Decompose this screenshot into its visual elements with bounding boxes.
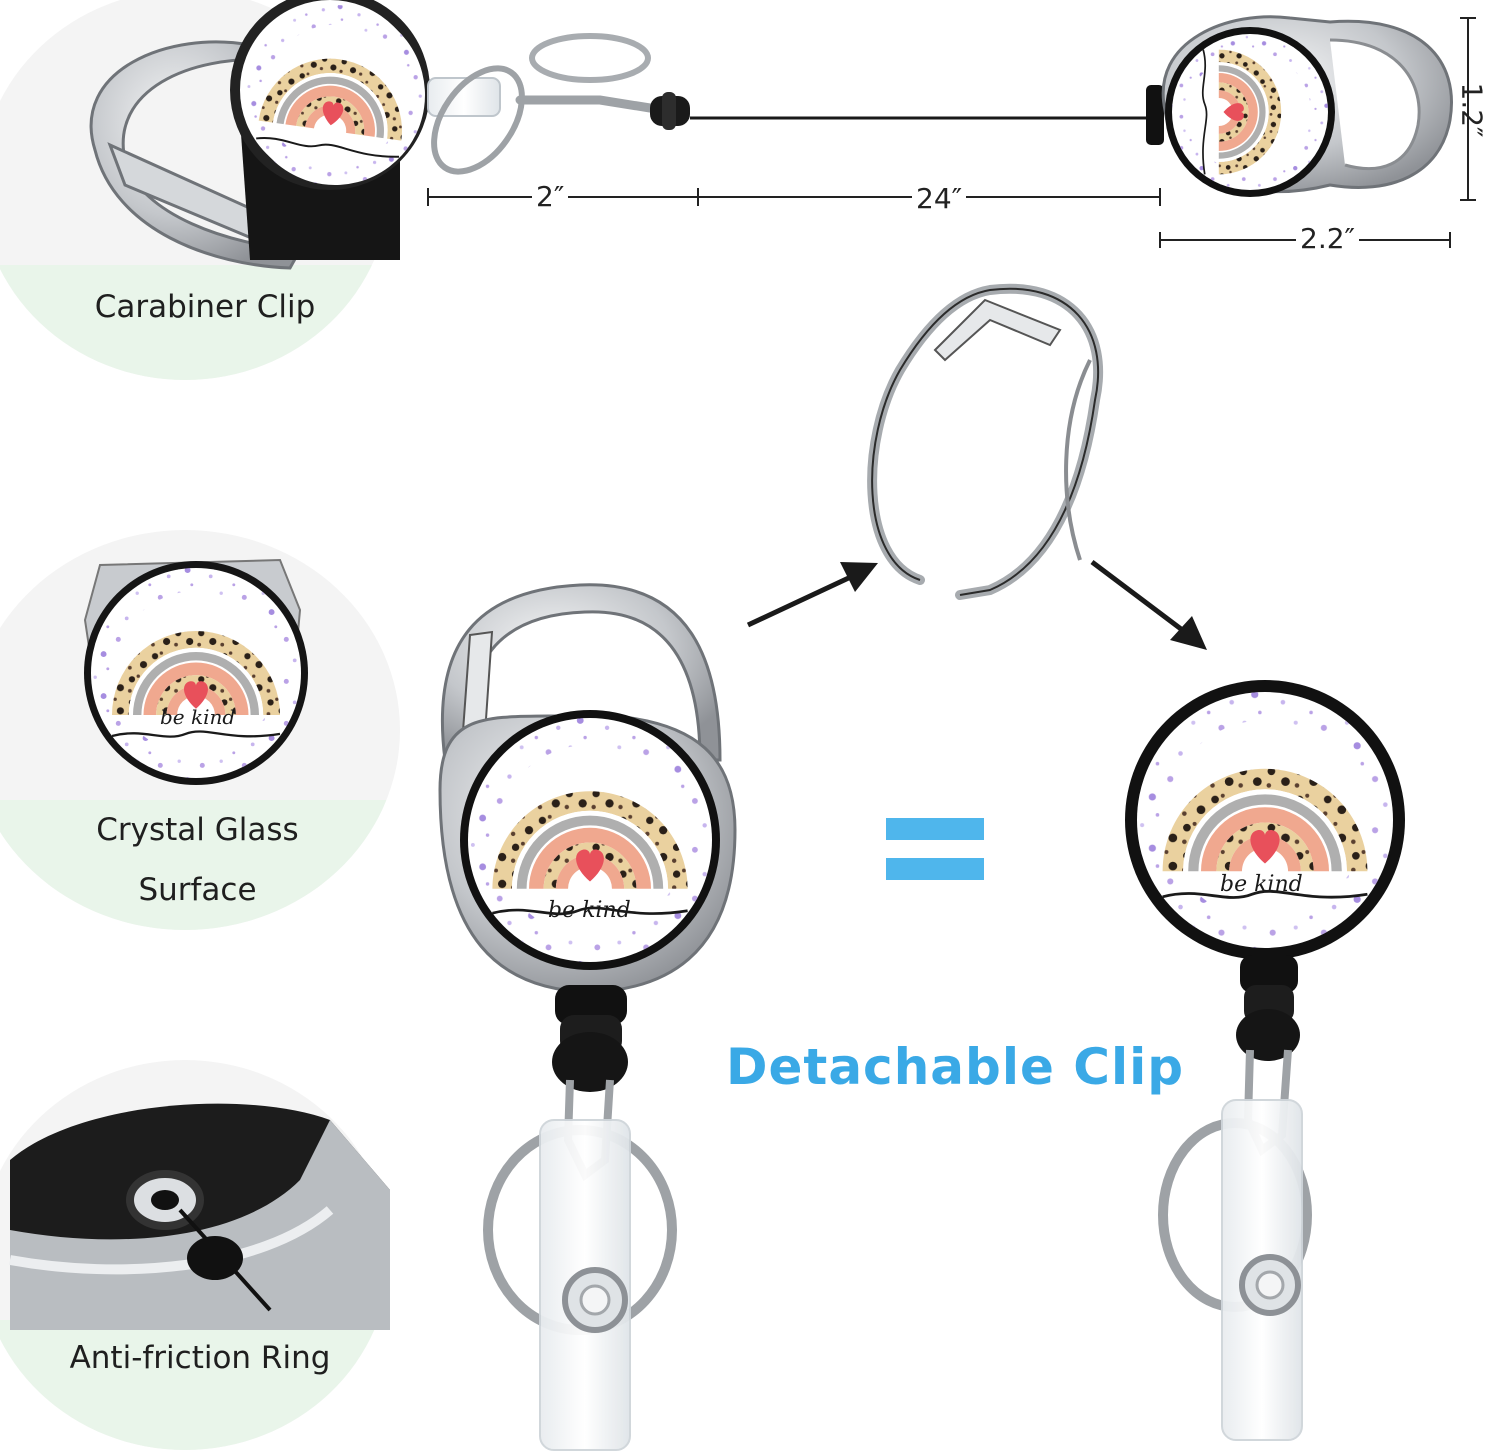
badge-script-text-crystal: be kind [160,705,236,729]
anti-friction-ring-closeup [9,1103,390,1330]
dimension-reel-height: 1.2″ [1455,82,1489,138]
label-crystal-line1: Crystal Glass [96,812,299,848]
dimension-reel-width: 2.2″ [1296,224,1359,254]
label-crystal-glass: Crystal Glass Surface [0,800,395,920]
carabiner-closeup [89,0,438,270]
top-product-dimension-view [427,15,1476,248]
badge-reel-with-carabiner [438,583,737,1451]
dimension-cord-length: 24″ [912,184,967,214]
detached-carabiner-clip [867,283,1104,600]
dimension-strap-length: 2″ [532,182,569,212]
callout-crystal-glass [0,530,400,930]
arrow-right-down-icon [1090,560,1207,650]
arrow-right-up-icon [746,562,878,628]
equals-icon [886,818,984,880]
label-carabiner-clip: Carabiner Clip [94,289,316,325]
badge-script-text-main: be kind [548,898,631,923]
headline-detachable-clip: Detachable Clip [726,1038,1185,1096]
label-crystal-line2: Surface [138,872,257,908]
label-anti-friction-ring: Anti-friction Ring [69,1340,331,1376]
crystal-glass-closeup [83,558,308,785]
badge-reel-without-carabiner [1125,680,1405,1441]
badge-script-text-right: be kind [1220,872,1303,897]
